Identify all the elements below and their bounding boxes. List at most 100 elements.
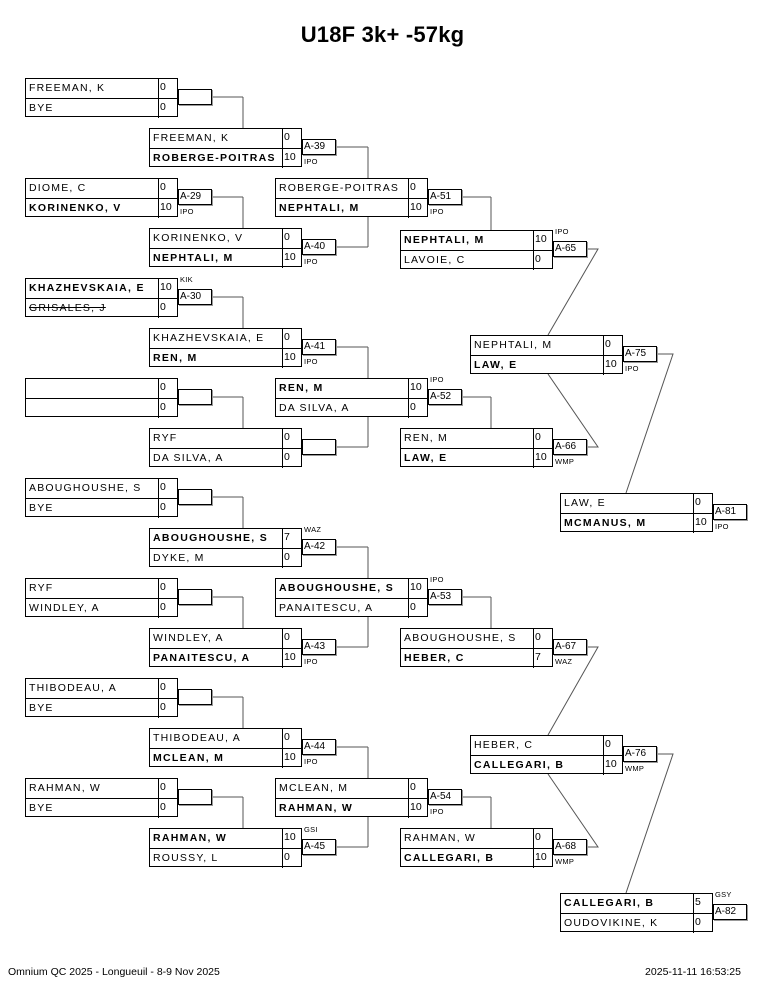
- competitor-row[interactable]: 0: [26, 379, 177, 398]
- match-number-label[interactable]: A-75: [623, 346, 657, 362]
- match-number-label[interactable]: A-82: [713, 904, 747, 920]
- match-number-label[interactable]: A-43: [302, 639, 336, 655]
- match-number-label[interactable]: A-45: [302, 839, 336, 855]
- match-number-label[interactable]: A-53: [428, 589, 462, 605]
- match-number-label[interactable]: A-29: [178, 189, 212, 205]
- match-number-label[interactable]: A-40: [302, 239, 336, 255]
- match-number-label[interactable]: [178, 589, 212, 605]
- match-number-label[interactable]: [178, 89, 212, 105]
- match-number-label[interactable]: A-41: [302, 339, 336, 355]
- competitor-row[interactable]: 0: [26, 398, 177, 418]
- match-number-label[interactable]: A-81: [713, 504, 747, 520]
- match-number-label[interactable]: [302, 439, 336, 455]
- match-number-label[interactable]: A-66: [553, 439, 587, 455]
- match-number-label[interactable]: [178, 689, 212, 705]
- match-number-label[interactable]: A-44: [302, 739, 336, 755]
- match-number-label[interactable]: A-51: [428, 189, 462, 205]
- match-number-label[interactable]: A-52: [428, 389, 462, 405]
- match-number-label[interactable]: A-42: [302, 539, 336, 555]
- match-number-label[interactable]: [178, 489, 212, 505]
- match-number-label[interactable]: A-67: [553, 639, 587, 655]
- match-number-label[interactable]: A-68: [553, 839, 587, 855]
- match-number-label[interactable]: [178, 389, 212, 405]
- match-number-label[interactable]: [178, 789, 212, 805]
- match-number-label[interactable]: A-76: [623, 746, 657, 762]
- match-number-label[interactable]: A-65: [553, 241, 587, 257]
